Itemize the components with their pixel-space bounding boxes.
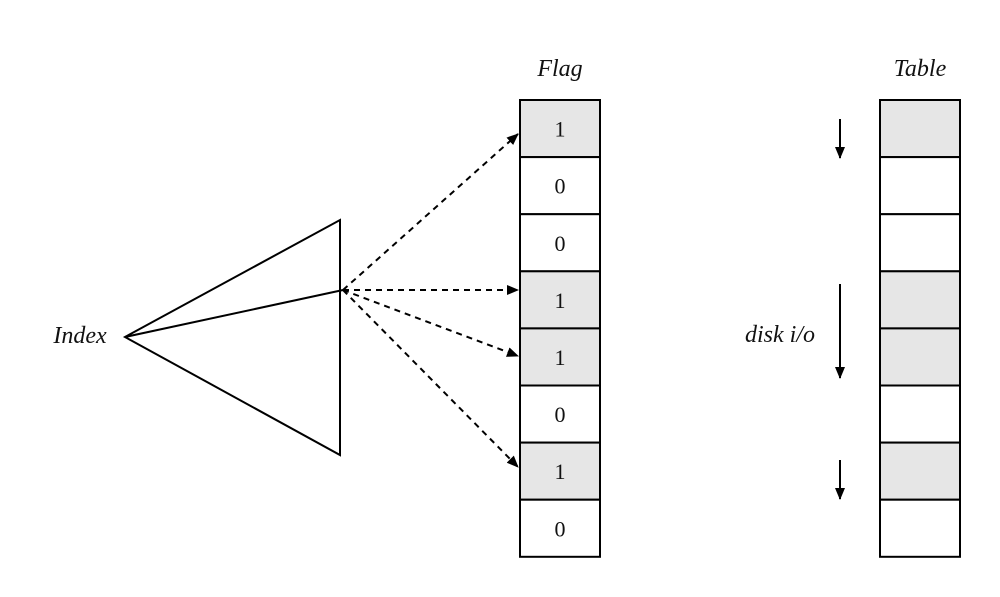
table-column (879, 99, 961, 558)
table-row (879, 441, 961, 501)
table-row (879, 99, 961, 159)
flag-cell-value: 0 (555, 516, 566, 541)
table-row (879, 270, 961, 330)
flag-cell-value: 0 (555, 402, 566, 427)
table-row (879, 156, 961, 216)
flag-cell: 0 (519, 156, 601, 216)
pointer-arrow (342, 289, 519, 357)
pointer-arrow (342, 289, 519, 468)
flag-cell: 1 (519, 270, 601, 330)
flag-cell-value: 0 (555, 174, 566, 199)
table-row (879, 327, 961, 387)
index-pointers (342, 133, 519, 468)
flag-cell: 1 (519, 327, 601, 387)
flag-cell-value: 1 (555, 117, 566, 142)
flag-cell: 1 (519, 99, 601, 159)
flag-cell-value: 1 (555, 459, 566, 484)
flag-cell: 0 (519, 213, 601, 273)
flag-cell: 1 (519, 441, 601, 501)
table-row (879, 498, 961, 558)
flag-column: 1 0 0 1 1 0 1 0 (519, 99, 601, 558)
flag-cell-value: 1 (555, 288, 566, 313)
table-row (879, 384, 961, 444)
flag-cell: 0 (519, 498, 601, 558)
table-label: Table (894, 56, 947, 82)
disk-io-label: disk i/o (745, 322, 815, 348)
flag-cell-value: 0 (555, 231, 566, 256)
table-row (879, 213, 961, 273)
flag-cell: 0 (519, 384, 601, 444)
index-tree-icon (122, 218, 344, 457)
index-label: Index (52, 323, 107, 349)
pointer-arrow (342, 133, 519, 291)
flag-cell-value: 1 (555, 345, 566, 370)
flag-label: Flag (536, 56, 582, 82)
